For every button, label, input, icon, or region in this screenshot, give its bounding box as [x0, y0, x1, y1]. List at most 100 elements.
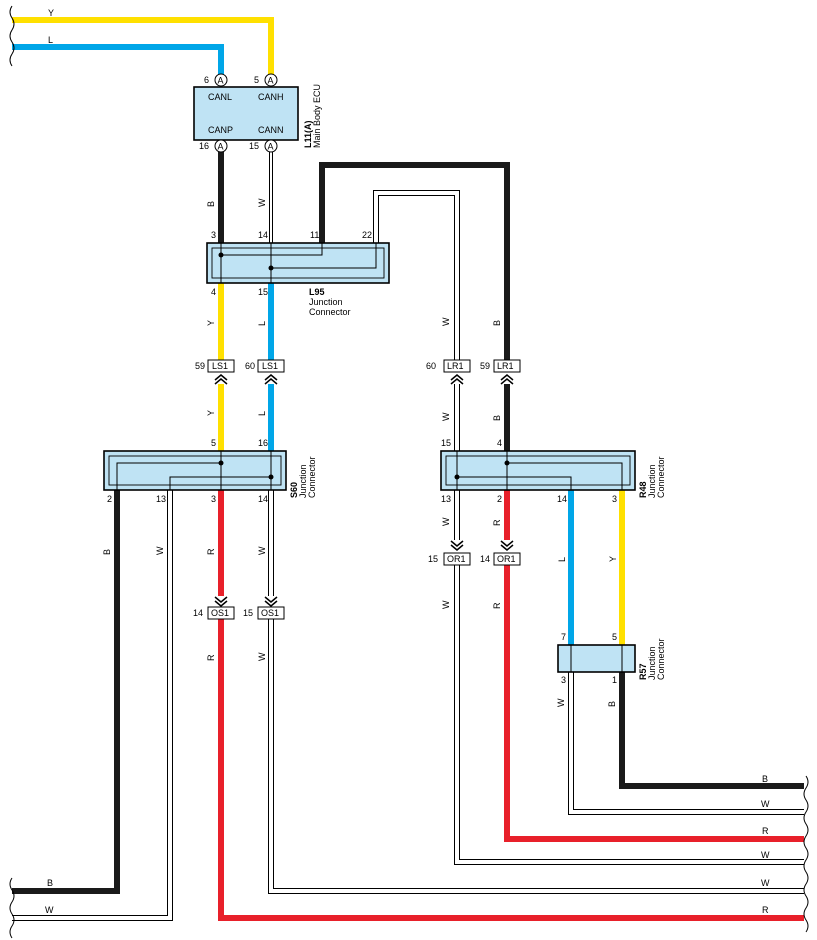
ecu-pin-canl-conn: A	[218, 76, 224, 86]
r48-pin-4: 4	[497, 438, 502, 448]
ecu-pin-canh-circle	[264, 73, 278, 87]
lr1-60-id: LR1	[447, 361, 464, 371]
l95-pin-4: 4	[211, 287, 216, 297]
ls1-60-pin: 60	[245, 361, 255, 371]
wire-label-or1-r: R	[492, 602, 502, 609]
wire-label-r48-y: Y	[608, 556, 618, 562]
ls1-59-chevron	[214, 374, 228, 385]
wire-label-lr1-w-dn: W	[441, 412, 451, 421]
wire-label-right-b: B	[762, 774, 768, 784]
ecu-pin-cann-circle	[264, 139, 278, 153]
ls1-60-tag	[257, 359, 285, 373]
ecu-cann-label: CANN	[258, 125, 284, 135]
wire-label-right-r2: R	[762, 905, 769, 915]
wire-label-s60-w2: W	[257, 546, 267, 555]
r57-line2: Connector	[656, 638, 666, 680]
wire-label-lr1-b-up: B	[492, 320, 502, 326]
junction-r57: 7 5 3 1 R57 Junction Connector	[557, 632, 666, 685]
ecu-pin-canp-circle	[214, 139, 228, 153]
l95-inner	[211, 247, 385, 279]
ecu-pin-cann-num: 15	[249, 141, 259, 151]
inline-or1-14: OR1 14	[480, 540, 521, 566]
s60-bus-1	[116, 462, 221, 490]
l95-line2: Connector	[309, 307, 351, 317]
r57-id: R57	[638, 663, 648, 680]
ecu-connector-id: L11(A)	[303, 120, 313, 148]
os1-15-chevron	[264, 596, 278, 607]
r48-bus-2	[507, 462, 623, 490]
os1-15-pin: 15	[243, 608, 253, 618]
or1-14-id: OR1	[497, 554, 516, 564]
wire-label-r57-w: W	[556, 698, 566, 707]
ecu-pin-canh-num: 5	[254, 75, 259, 85]
ecu-pin-cann-conn: A	[268, 142, 274, 152]
ecu-pin-canh-conn: A	[268, 76, 274, 86]
wire-label-top-y: Y	[48, 8, 54, 18]
l95-splice-2	[268, 265, 274, 271]
s60-pin-16: 16	[258, 438, 268, 448]
or1-15-id: OR1	[447, 554, 466, 564]
ls1-60-chevron	[264, 374, 278, 385]
l95-splice-1	[218, 252, 224, 258]
r48-pin-2: 2	[497, 494, 502, 504]
wire-or1-w-inner	[455, 565, 804, 864]
lr1-59-tag	[493, 359, 521, 373]
ecu-pin-canl-circle	[214, 73, 228, 87]
wire-s60-b	[12, 490, 120, 894]
wire-label-ecu-b: B	[206, 201, 216, 207]
os1-14-id: OS1	[211, 608, 229, 618]
break-mark-left-top	[9, 5, 15, 67]
inline-ls1-59: LS1 59	[195, 359, 235, 385]
s60-bus-2	[169, 476, 271, 490]
r57-line1: Junction	[647, 646, 657, 680]
r48-inner	[445, 455, 631, 486]
wire-label-bottom-left-w: W	[45, 905, 54, 915]
s60-splice-1	[218, 460, 224, 466]
s60-line2: Connector	[307, 456, 317, 498]
lr1-60-tag	[443, 359, 471, 373]
junction-r48: 15 4 13 2 14 3 R48 Junction Connector	[440, 438, 666, 504]
l95-box	[206, 242, 390, 284]
break-mark-left-bottom	[9, 877, 15, 939]
r48-pin-14: 14	[557, 494, 567, 504]
wire-label-ls1-y: Y	[206, 410, 216, 416]
wire-label-os1-w: W	[257, 652, 267, 661]
r48-splice-1	[504, 460, 510, 466]
lr1-60-pin: 60	[426, 361, 436, 371]
r48-bus-4	[457, 476, 572, 490]
s60-line1: Junction	[298, 464, 308, 498]
wire-label-bottom-left-b: B	[47, 878, 53, 888]
wire-label-l95-y: Y	[206, 320, 216, 326]
lr1-59-chevron	[500, 374, 514, 385]
ecu-pin-canl-num: 6	[204, 75, 209, 85]
os1-14-pin: 14	[193, 608, 203, 618]
l95-id: L95	[309, 287, 325, 297]
ls1-60-id: LS1	[262, 361, 278, 371]
lr1-60-chevron	[450, 374, 464, 385]
s60-pin-5: 5	[211, 438, 216, 448]
r48-line2: Connector	[656, 456, 666, 498]
r48-id: R48	[638, 481, 648, 498]
s60-inner	[108, 455, 282, 486]
or1-15-pin: 15	[428, 554, 438, 564]
wire-l95-lr1-b	[319, 162, 510, 362]
wire-os1-w-outer	[268, 619, 804, 894]
l95-bus-2	[271, 243, 377, 269]
junction-l95: 3 14 11 22 4 15 L95 Junction Connector	[206, 230, 390, 317]
l95-pin-11: 11	[310, 230, 319, 240]
inline-lr1-59: LR1 59	[480, 359, 521, 385]
main-body-ecu: CANL CANH CANP CANN A 6 A 5 A 16 A 15 L1…	[193, 73, 322, 153]
wire-label-r48-r: R	[492, 519, 502, 526]
l95-pin-14: 14	[258, 230, 268, 240]
inline-os1-14: OS1 14	[193, 596, 235, 620]
s60-box	[103, 450, 287, 491]
l95-pin-3: 3	[211, 230, 216, 240]
r57-pin-5: 5	[612, 632, 617, 642]
or1-14-pin: 14	[480, 554, 490, 564]
ecu-pin-canp-num: 16	[199, 141, 209, 151]
wire-labels: Y L B W Y L Y L W B W B B W R W R W W R …	[45, 8, 770, 915]
wire-s60-w-inner	[12, 490, 172, 920]
wire-label-r48-w: W	[441, 517, 451, 526]
wire-label-r57-b: B	[607, 701, 617, 707]
wire-label-s60-r: R	[206, 548, 216, 555]
